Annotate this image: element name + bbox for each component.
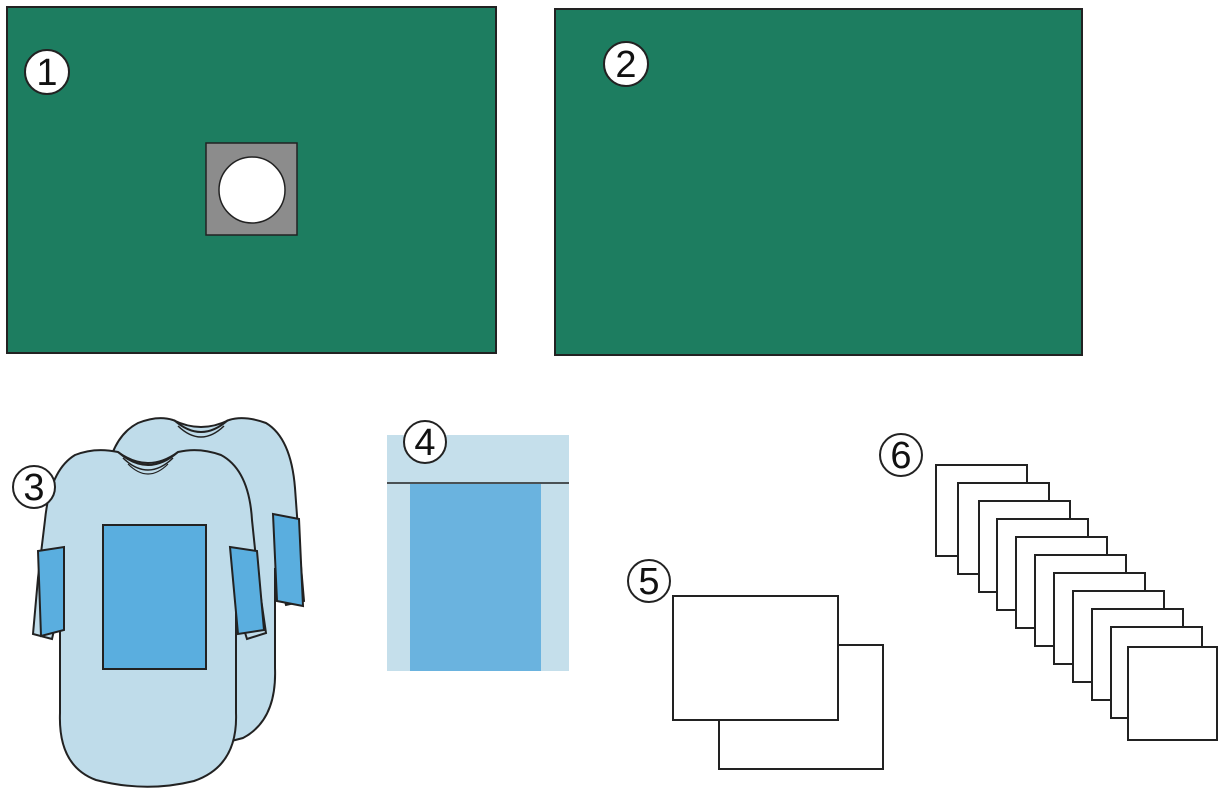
surgical-gown-icon: 3 bbox=[12, 417, 306, 788]
gown-reinforcement bbox=[102, 524, 207, 670]
item-number-4: 4 bbox=[414, 422, 435, 464]
fenestrated-drape-icon: 1 bbox=[6, 6, 497, 354]
gown-front bbox=[31, 449, 268, 788]
drape-aperture bbox=[218, 156, 286, 224]
item-number-3: 3 bbox=[23, 467, 44, 509]
plain-drape-icon: 2 bbox=[554, 8, 1083, 356]
item-number-5: 5 bbox=[638, 561, 659, 603]
table-cover-reinforcement bbox=[410, 484, 541, 671]
hand-towel-icon: 5 bbox=[627, 559, 884, 770]
item-number-1: 1 bbox=[36, 52, 57, 94]
item-number-2: 2 bbox=[615, 44, 636, 86]
reinforced-table-cover-icon: 4 bbox=[387, 420, 569, 671]
item-number-6: 6 bbox=[890, 435, 911, 477]
gauze-swab-icon: 6 bbox=[879, 433, 1218, 741]
